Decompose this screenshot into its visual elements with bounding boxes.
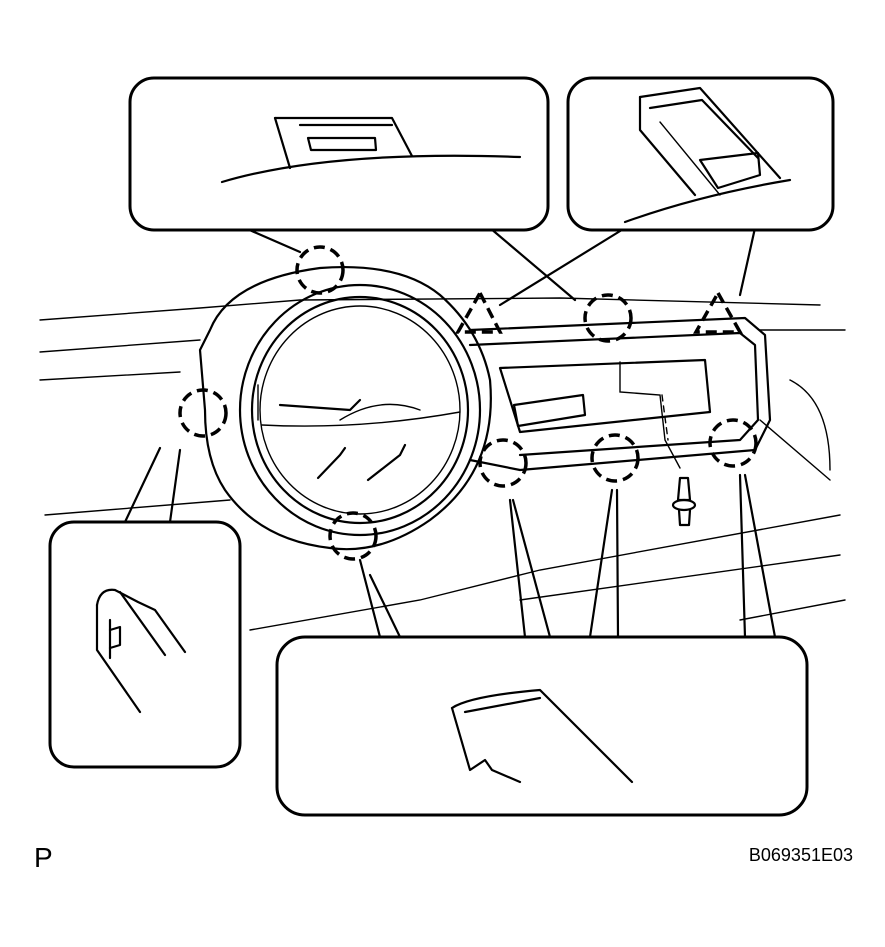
figure-code: B069351E03 xyxy=(748,845,853,865)
dashed-circle-icon xyxy=(590,433,640,483)
leader-lines xyxy=(123,226,777,639)
clip-markers xyxy=(178,245,758,561)
pin-clip-icon xyxy=(671,476,697,527)
instrument-panel-hood xyxy=(468,316,772,472)
detail-callout-left xyxy=(48,520,242,769)
claw-markers xyxy=(455,289,743,334)
dashed-circle-icon xyxy=(178,388,228,438)
detail-callout-top-left xyxy=(128,76,550,232)
dashed-circle-icon xyxy=(328,511,378,561)
dashed-triangle-icon xyxy=(455,289,503,334)
detail-callout-top-right xyxy=(566,76,835,232)
dashed-circle-icon xyxy=(583,293,633,343)
dashed-circle-icon xyxy=(295,245,345,295)
dashed-circle-icon xyxy=(478,438,528,488)
corner-label: P xyxy=(34,842,53,873)
dashboard-outline xyxy=(39,297,846,631)
detail-callout-bottom xyxy=(275,635,809,817)
dashed-circle-icon xyxy=(708,418,758,468)
dashed-triangle-icon xyxy=(693,289,743,334)
meter-cluster-bezel xyxy=(198,265,492,551)
